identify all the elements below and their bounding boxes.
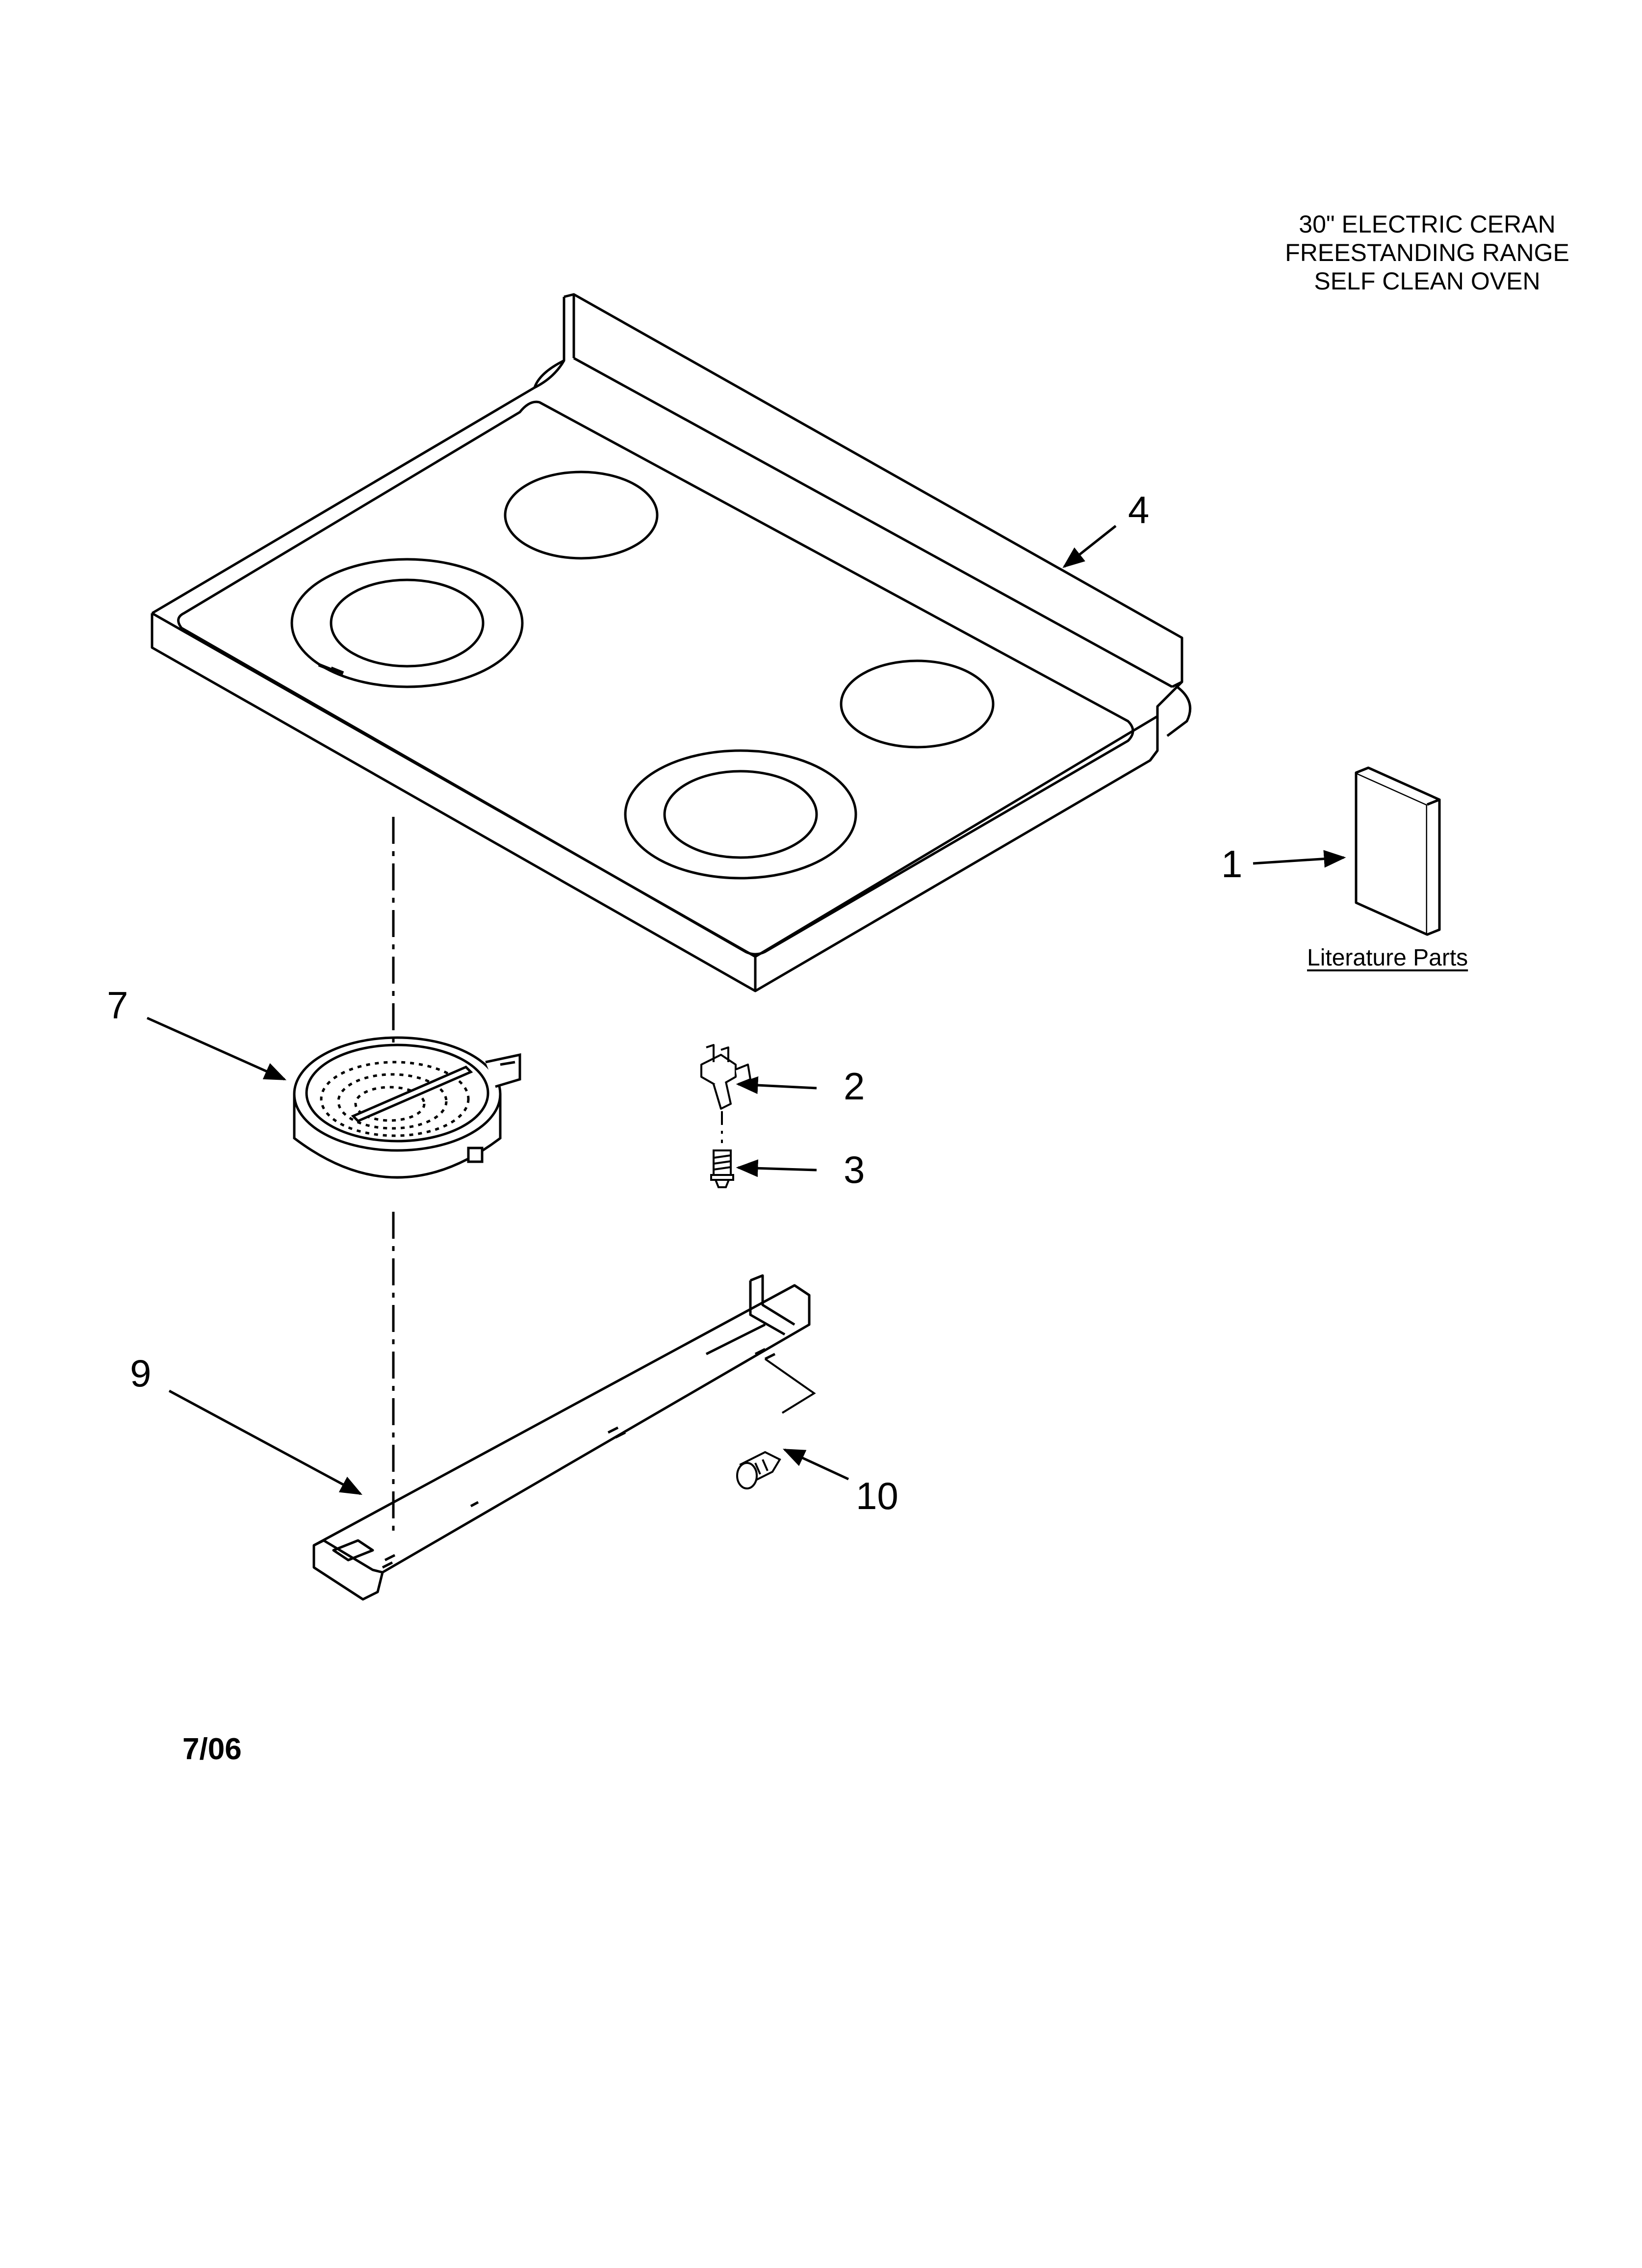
title-line-3: SELF CLEAN OVEN bbox=[1314, 267, 1540, 295]
radiant-heating-element bbox=[293, 1036, 521, 1179]
title-line-2: FREESTANDING RANGE bbox=[1285, 239, 1569, 266]
cooktop-assembly bbox=[151, 293, 1192, 992]
diagram-title: 30" ELECTRIC CERAN FREESTANDING RANGE SE… bbox=[1211, 210, 1642, 295]
element-clip bbox=[700, 1044, 751, 1110]
support-bracket bbox=[312, 1274, 811, 1601]
arrow-part-3 bbox=[736, 1159, 817, 1177]
callout-9: 9 bbox=[130, 1352, 152, 1395]
burner-rear-left bbox=[504, 470, 659, 560]
arrow-part-1 bbox=[1253, 850, 1346, 868]
arrow-part-10 bbox=[782, 1448, 849, 1481]
burner-rear-right bbox=[840, 659, 995, 749]
callout-2: 2 bbox=[844, 1065, 865, 1108]
callout-1: 1 bbox=[1221, 842, 1243, 886]
arrow-part-9 bbox=[168, 1389, 362, 1495]
burner-front-left-inner bbox=[330, 578, 485, 668]
arrow-part-4 bbox=[1062, 525, 1117, 568]
literature-booklet bbox=[1355, 766, 1441, 936]
bracket-screw bbox=[736, 1451, 781, 1489]
callout-3: 3 bbox=[844, 1148, 865, 1191]
burner-front-right-outer bbox=[624, 749, 857, 880]
arrow-part-7 bbox=[146, 1017, 287, 1081]
title-line-1: 30" ELECTRIC CERAN bbox=[1299, 210, 1556, 238]
callout-arrows bbox=[146, 525, 1346, 1495]
callout-10: 10 bbox=[856, 1474, 898, 1517]
callout-4: 4 bbox=[1128, 488, 1150, 531]
burner-front-right-inner bbox=[663, 770, 818, 859]
date-code: 7/06 bbox=[182, 1732, 242, 1766]
literature-parts-label: Literature Parts bbox=[1307, 945, 1468, 971]
callout-7: 7 bbox=[107, 984, 128, 1027]
arrow-part-2 bbox=[736, 1076, 817, 1095]
burner-front-left-outer bbox=[290, 558, 524, 688]
bracket-screw-leader bbox=[764, 1358, 816, 1414]
element-screw bbox=[710, 1149, 734, 1188]
